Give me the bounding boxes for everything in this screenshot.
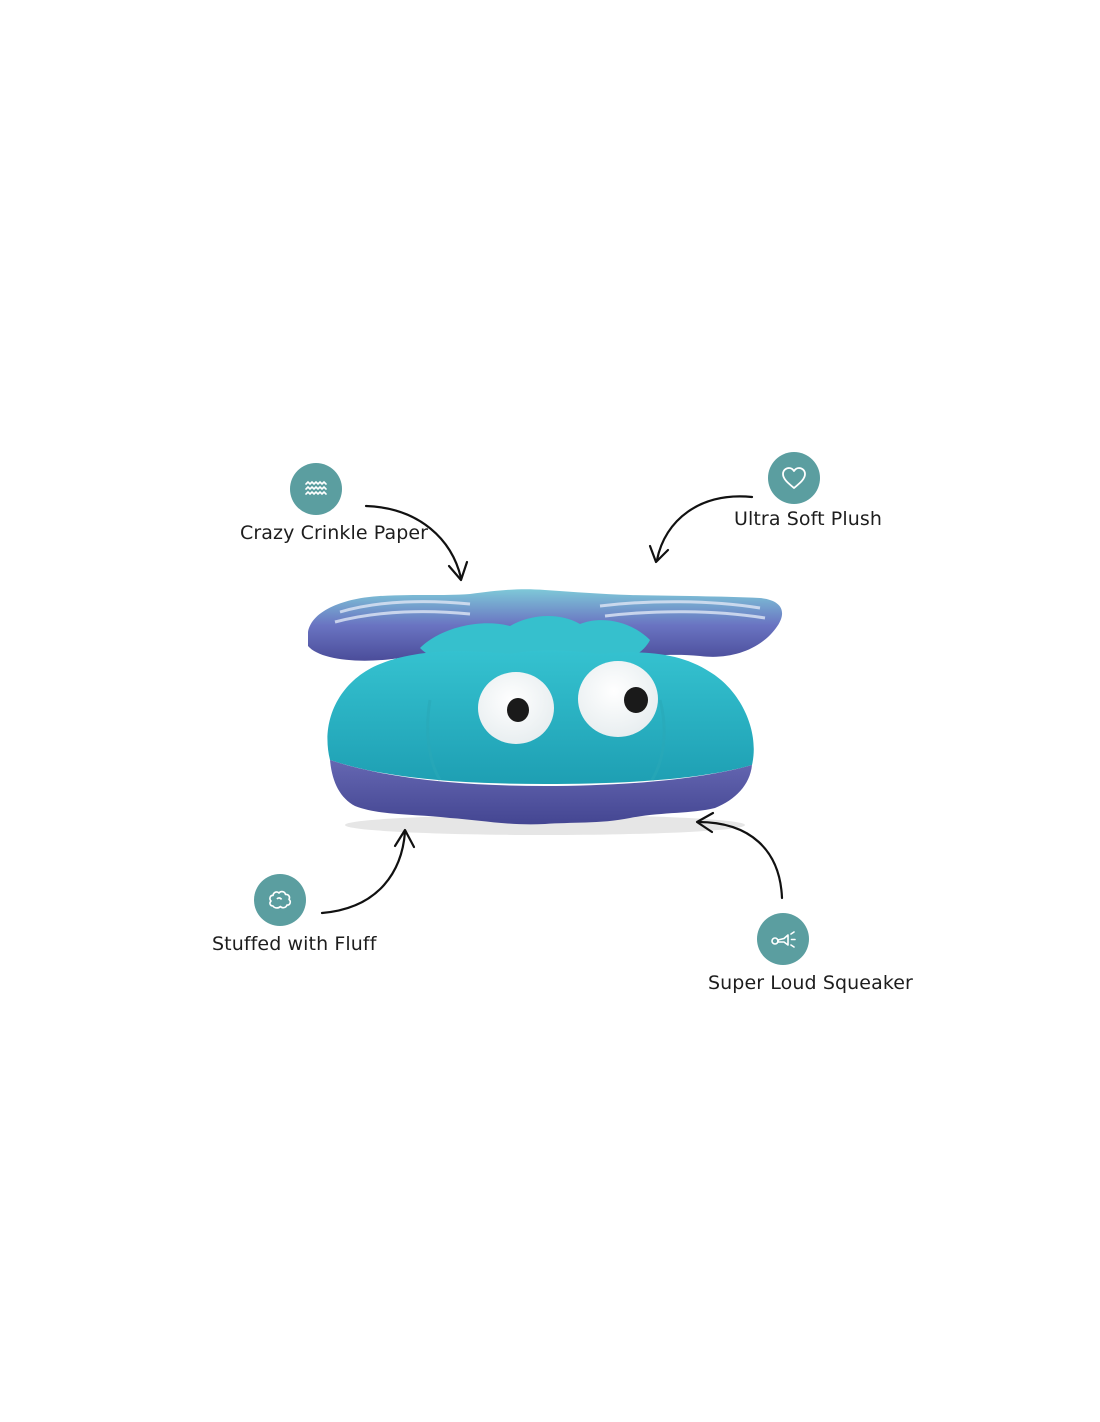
arrow-squeaker-head <box>695 811 715 834</box>
body-ridges <box>426 699 666 781</box>
squeaker-horn-icon <box>757 913 809 965</box>
fluff-icon <box>254 874 306 926</box>
arrow-crinkle-head <box>447 560 469 582</box>
arrow-fluff <box>320 830 407 915</box>
clam-bottom-band <box>330 760 752 825</box>
arrow-squeaker <box>696 820 784 900</box>
feature-label-fluff: Stuffed with Fluff <box>212 933 377 955</box>
lid-stripes <box>334 600 766 624</box>
feature-label-crinkle: Crazy Crinkle Paper <box>240 522 429 544</box>
feature-label-squeaker: Super Loud Squeaker <box>708 972 913 994</box>
left-eye <box>478 672 554 744</box>
arrow-fluff-head <box>393 828 416 849</box>
right-eye <box>578 661 658 737</box>
arrow-plush <box>655 495 754 562</box>
heart-icon <box>768 452 820 504</box>
feature-label-plush: Ultra Soft Plush <box>734 508 882 530</box>
waves-icon <box>290 463 342 515</box>
arrow-plush-head <box>648 544 670 564</box>
toy-shadow <box>345 815 745 835</box>
arrow-crinkle <box>364 504 463 580</box>
